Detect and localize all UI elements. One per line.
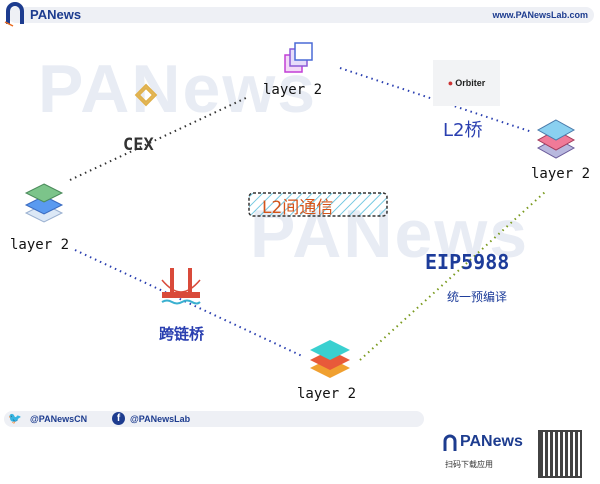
center-label: L2间通信 (262, 198, 334, 218)
panews-logo-icon (4, 2, 24, 27)
facebook-icon: f (112, 412, 125, 425)
watermark: PANews (38, 51, 318, 127)
site-url[interactable]: www.PANewsLab.com (492, 10, 588, 20)
rocket-icon: ● (447, 78, 454, 88)
footer-scan-text: 扫码下载应用 (445, 460, 493, 469)
edge-label-eip-sub: 统一预编译 (447, 290, 508, 304)
facebook-handle[interactable]: @PANewsLab (130, 414, 191, 424)
node-label-top: layer 2 (263, 82, 323, 98)
edge-left-top (69, 96, 249, 181)
edge-top-right (339, 67, 533, 133)
edge-bottom-right (359, 191, 546, 361)
panews-footer-logo-icon (443, 434, 457, 451)
node-label-left: layer 2 (10, 237, 70, 253)
footer-brand: PANews (460, 433, 523, 450)
layers-icon-right (536, 119, 576, 159)
node-label-right: layer 2 (531, 166, 591, 182)
orbiter-label: Orbiter (455, 78, 486, 88)
header-bar (8, 7, 594, 23)
layers-icon-top (284, 42, 313, 73)
twitter-handle[interactable]: @PANewsCN (30, 414, 88, 424)
edge-label-cross-chain: 跨链桥 (159, 325, 205, 343)
binance-icon (134, 83, 158, 107)
layers-icon-bottom (310, 340, 350, 378)
footer-bar (4, 411, 424, 427)
edge-label-cex: CEX (123, 135, 154, 155)
qr-code[interactable] (538, 430, 582, 478)
node-label-bottom: layer 2 (297, 386, 357, 402)
orbiter-logo: ●Orbiter (433, 60, 500, 106)
bridge-icon (161, 268, 201, 305)
edge-label-l2-bridge: L2桥 (443, 120, 483, 141)
center-label-box (248, 192, 388, 217)
layers-icon-left (24, 183, 64, 223)
twitter-icon: 🐦 (8, 412, 22, 425)
brand-name: PANews (30, 7, 82, 22)
edge-label-eip: EIP5988 (425, 250, 510, 274)
